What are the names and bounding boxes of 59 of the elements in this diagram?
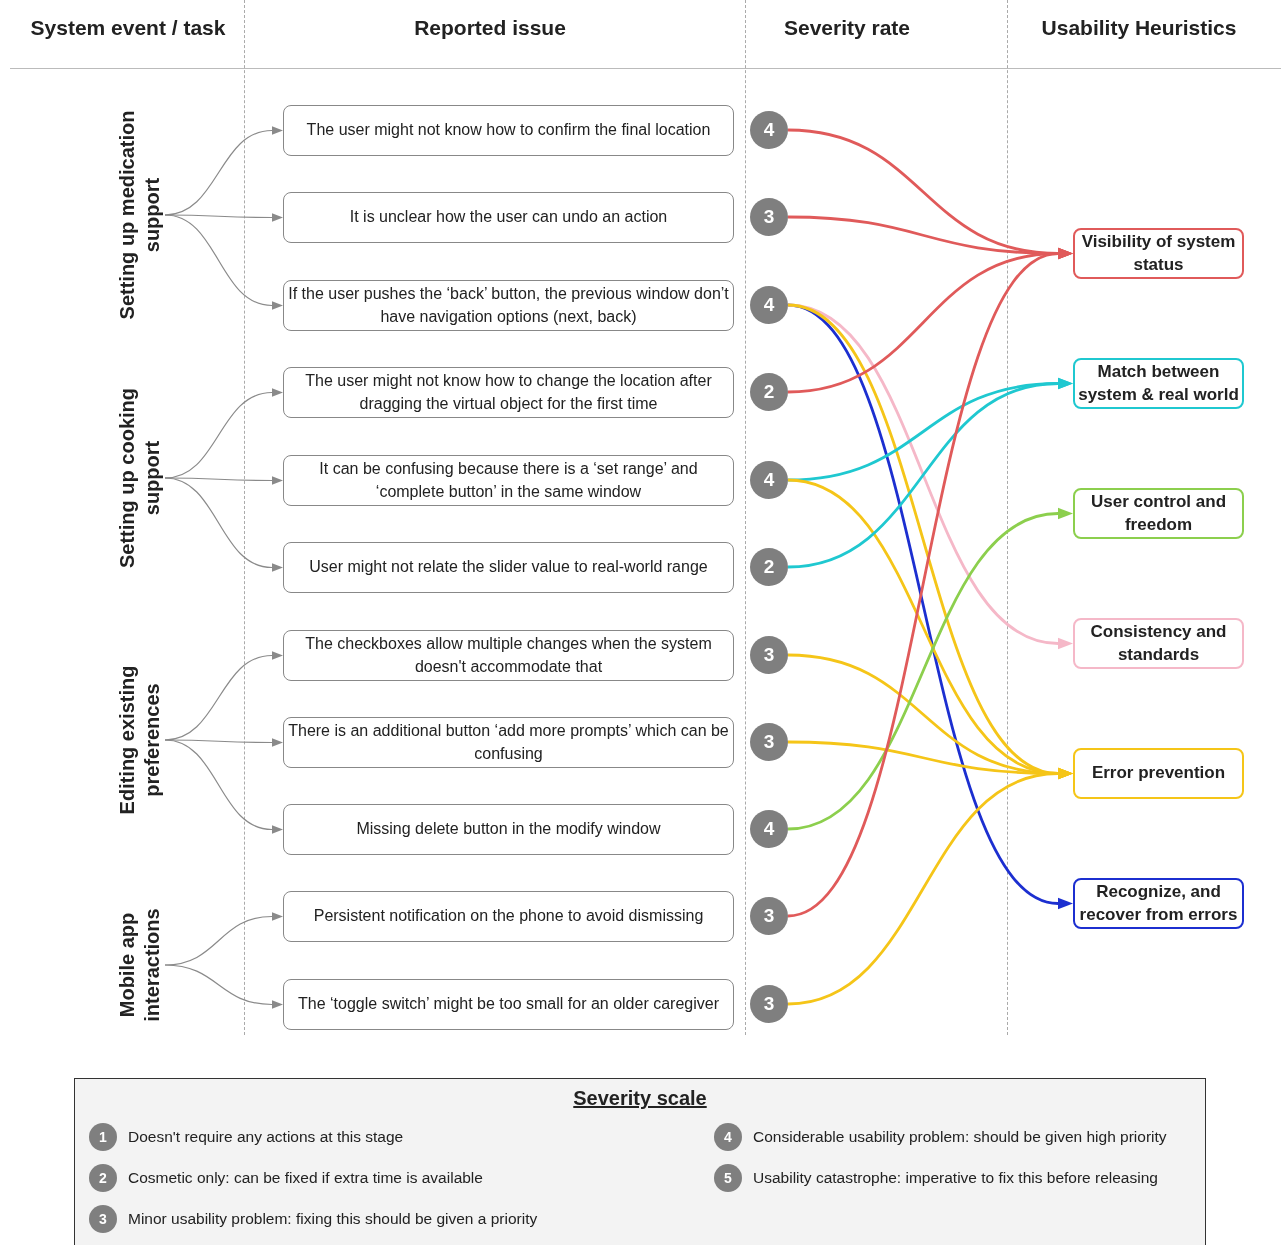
severity-circle: 4 — [750, 461, 788, 499]
task-connector — [164, 213, 283, 222]
severity-circle: 4 — [750, 810, 788, 848]
heuristic-connector — [787, 507, 1073, 831]
severity-circle: 3 — [750, 723, 788, 761]
heuristic-box: Error prevention — [1073, 748, 1244, 799]
severity-circle: 4 — [750, 111, 788, 149]
issue-box: The checkboxes allow multiple changes when the system doesn't accommodate that — [283, 630, 734, 681]
issue-box: It can be confusing because there is a ‘set range’ and ‘complete button’ in the same window — [283, 455, 734, 506]
task-connector — [164, 214, 283, 310]
severity-description: Considerable usability problem: should be given high priority — [753, 1128, 1167, 1146]
severity-circle: 3 — [89, 1205, 117, 1233]
panel-title: Severity scale — [573, 1087, 707, 1110]
severity-description: Doesn't require any actions at this stage — [128, 1128, 404, 1146]
task-connector — [164, 739, 283, 834]
task-connector — [164, 738, 283, 747]
severity-scale-panel — [74, 1078, 1206, 1245]
task-label: Setting up cooking support — [115, 370, 165, 586]
heuristic-connector — [787, 767, 1073, 1006]
column-header: System event / task — [30, 16, 226, 40]
issue-box: If the user pushes the ‘back’ button, the previous window don’t have navigation options (next, back) — [283, 280, 734, 331]
issue-box: The user might not know how to change the location after dragging the virtual object for the first time — [283, 367, 734, 418]
severity-circle: 3 — [750, 636, 788, 674]
severity-circle: 2 — [750, 548, 788, 586]
task-label: Mobile app interactions — [115, 890, 165, 1040]
task-label: Editing existing preferences — [115, 642, 165, 838]
severity-circle: 2 — [750, 373, 788, 411]
task-connector — [164, 477, 283, 572]
severity-circle: 4 — [750, 286, 788, 324]
issue-box: It is unclear how the user can undo an action — [283, 192, 734, 243]
severity-circle: 3 — [750, 985, 788, 1023]
heuristic-box: User control and freedom — [1073, 488, 1244, 539]
heuristic-box: Match between system & real world — [1073, 358, 1244, 409]
task-label: Setting up medication support — [115, 100, 165, 330]
heuristic-connector — [787, 303, 1073, 650]
issue-box: User might not relate the slider value to real-world range — [283, 542, 734, 593]
issue-box: Persistent notification on the phone to avoid dismissing — [283, 891, 734, 942]
issue-box: Missing delete button in the modify window — [283, 804, 734, 855]
task-connector — [164, 476, 283, 485]
severity-circle: 3 — [750, 198, 788, 236]
severity-circle: 3 — [750, 897, 788, 935]
severity-description: Cosmetic only: can be fixed if extra time is available — [128, 1169, 483, 1187]
heuristic-box: Visibility of system status — [1073, 228, 1244, 279]
task-connector — [164, 964, 283, 1009]
severity-circle: 1 — [89, 1123, 117, 1151]
heuristic-connector — [787, 377, 1073, 569]
severity-circle: 4 — [714, 1123, 742, 1151]
heuristic-box: Consistency and standards — [1073, 618, 1244, 669]
severity-circle: 2 — [89, 1164, 117, 1192]
issue-box: There is an additional button ‘add more prompts’ which can be confusing — [283, 717, 734, 768]
issue-box: The ‘toggle switch’ might be too small for an older caregiver — [283, 979, 734, 1030]
column-header: Severity rate — [783, 16, 911, 40]
severity-description: Minor usability problem: fixing this should be given a priority — [128, 1210, 538, 1228]
issue-box: The user might not know how to confirm the final location — [283, 105, 734, 156]
column-header: Usability Heuristics — [1041, 16, 1237, 40]
severity-circle: 5 — [714, 1164, 742, 1192]
column-header: Reported issue — [414, 16, 566, 40]
heuristic-box: Recognize, and recover from errors — [1073, 878, 1244, 929]
severity-description: Usability catastrophe: imperative to fix this before releasing — [753, 1169, 1158, 1187]
